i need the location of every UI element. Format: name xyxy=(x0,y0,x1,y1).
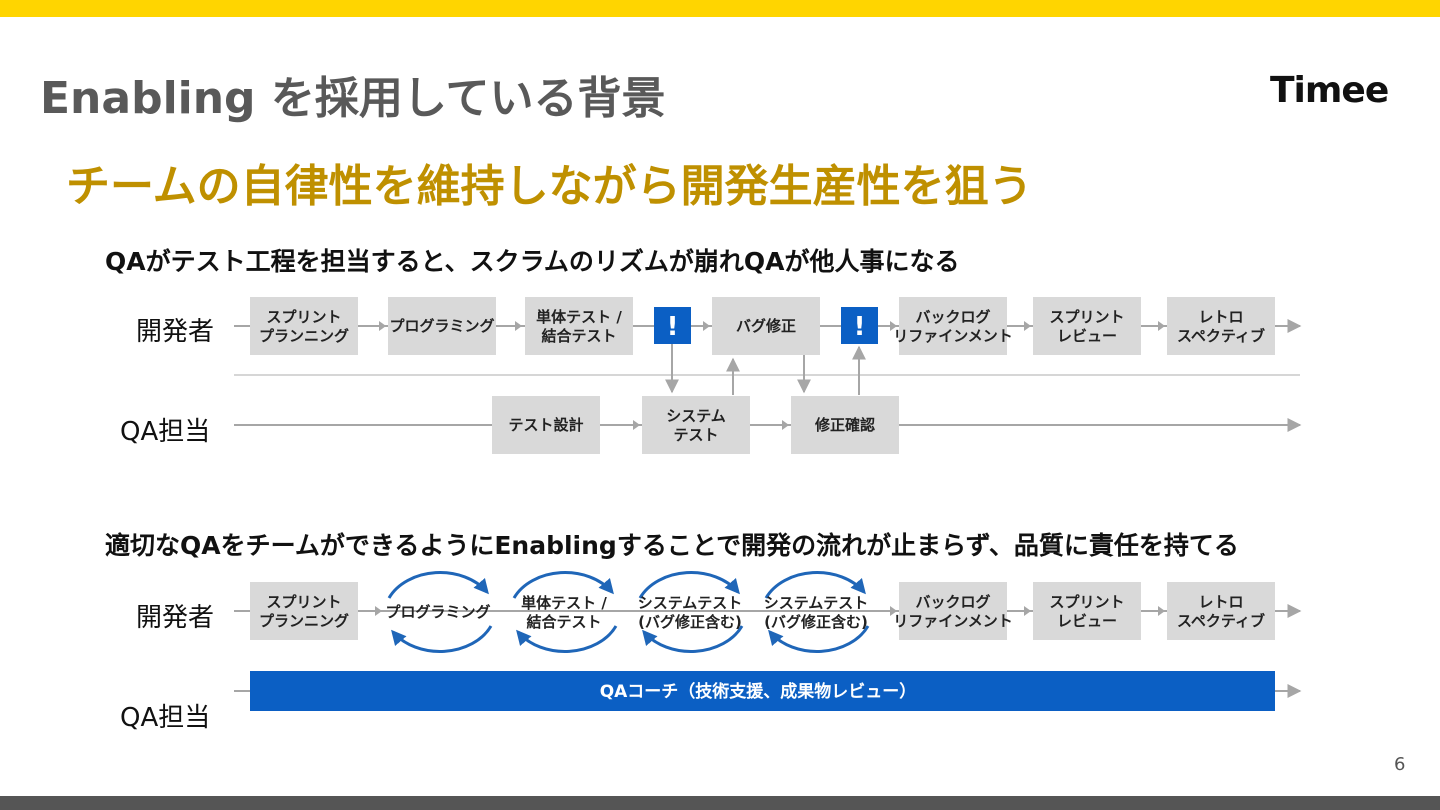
svg-text:修正確認: 修正確認 xyxy=(814,416,875,434)
svg-text:テスト設計: テスト設計 xyxy=(508,416,583,434)
s2-step-sprint-planning: スプリント プランニング xyxy=(250,582,358,640)
svg-text:レビュー: レビュー xyxy=(1057,327,1117,345)
svg-text:スペクティブ: スペクティブ xyxy=(1177,327,1265,345)
s1-alert-icon-1: ! xyxy=(654,307,691,344)
svg-text:スペクティブ: スペクティブ xyxy=(1177,612,1265,630)
section2-heading: 適切なQAをチームができるようにEnablingすることで開発の流れが止まらず、… xyxy=(105,531,1239,560)
s2-loop-system-test-1: システムテスト (バグ修正含む) xyxy=(638,571,744,653)
s1-step-programming: プログラミング xyxy=(388,297,496,355)
svg-text:プログラミング: プログラミング xyxy=(385,603,490,621)
svg-text:!: ! xyxy=(854,312,866,342)
svg-text:プランニング: プランニング xyxy=(259,327,349,345)
svg-text:リファインメント: リファインメント xyxy=(893,327,1013,345)
svg-text:バックログ: バックログ xyxy=(915,308,990,326)
s2-step-retrospective: レトロ スペクティブ xyxy=(1167,582,1275,640)
s2-step-sprint-review: スプリント レビュー xyxy=(1033,582,1141,640)
section2-role-dev: 開発者 xyxy=(136,603,215,633)
timee-logo: Timee xyxy=(1270,70,1389,111)
svg-text:スプリント: スプリント xyxy=(266,593,341,611)
s1-step-sprint-review: スプリント レビュー xyxy=(1033,297,1141,355)
svg-text:バックログ: バックログ xyxy=(915,593,990,611)
s1-qa-step-system-test: システム テスト xyxy=(642,396,750,454)
svg-text:スプリント: スプリント xyxy=(1049,593,1124,611)
s2-step-backlog-refinement: バックログ リファインメント xyxy=(893,582,1013,640)
s1-qa-step-test-design: テスト設計 xyxy=(492,396,600,454)
svg-text:システムテスト: システムテスト xyxy=(764,594,869,612)
svg-text:レトロ: レトロ xyxy=(1198,593,1243,611)
svg-text:QAコーチ（技術支援、成果物レビュー）: QAコーチ（技術支援、成果物レビュー） xyxy=(600,681,917,702)
svg-text:結合テスト: 結合テスト xyxy=(526,613,601,631)
svg-text:レビュー: レビュー xyxy=(1057,612,1117,630)
svg-text:レトロ: レトロ xyxy=(1198,308,1243,326)
s2-loop-programming: プログラミング xyxy=(385,571,493,653)
section1-heading: QAがテスト工程を担当すると、スクラムのリズムが崩れQAが他人事になる xyxy=(105,247,960,276)
svg-text:リファインメント: リファインメント xyxy=(893,612,1013,630)
s2-loop-system-test-2: システムテスト (バグ修正含む) xyxy=(764,571,870,653)
svg-text:単体テスト /: 単体テスト / xyxy=(521,594,607,612)
slide-subtitle: チームの自律性を維持しながら開発生産性を狙う xyxy=(66,161,1033,212)
svg-text:バグ修正: バグ修正 xyxy=(736,317,796,335)
svg-text:(バグ修正含む): (バグ修正含む) xyxy=(638,613,742,631)
svg-text:(バグ修正含む): (バグ修正含む) xyxy=(764,613,868,631)
section2-role-qa: QA担当 xyxy=(120,703,211,733)
s1-step-bug-fix: バグ修正 xyxy=(712,297,820,355)
svg-text:システム: システム xyxy=(666,407,726,425)
svg-text:!: ! xyxy=(667,312,679,342)
page-title: Enabling を採用している背景 xyxy=(40,73,666,124)
s2-qa-coach-bar: QAコーチ（技術支援、成果物レビュー） xyxy=(250,671,1275,711)
svg-text:プログラミング: プログラミング xyxy=(389,317,494,335)
s1-step-backlog-refinement: バックログ リファインメント xyxy=(893,297,1013,355)
top-accent-bar xyxy=(0,0,1440,17)
s1-step-unit-integration-test: 単体テスト / 結合テスト xyxy=(525,297,633,355)
s1-step-retrospective: レトロ スペクティブ xyxy=(1167,297,1275,355)
section1-role-dev: 開発者 xyxy=(136,317,215,347)
svg-text:単体テスト /: 単体テスト / xyxy=(536,308,622,326)
bottom-bar xyxy=(0,796,1440,810)
page-number: 6 xyxy=(1394,754,1406,775)
s1-alert-icon-2: ! xyxy=(841,307,878,344)
svg-text:スプリント: スプリント xyxy=(266,308,341,326)
svg-text:スプリント: スプリント xyxy=(1049,308,1124,326)
svg-text:プランニング: プランニング xyxy=(259,612,349,630)
s1-qa-step-fix-verification: 修正確認 xyxy=(791,396,899,454)
svg-text:テスト: テスト xyxy=(673,426,718,444)
svg-text:結合テスト: 結合テスト xyxy=(541,327,616,345)
section1-role-qa: QA担当 xyxy=(120,417,211,447)
s1-step-sprint-planning: スプリント プランニング xyxy=(250,297,358,355)
s2-loop-unit-integration-test: 単体テスト / 結合テスト xyxy=(512,571,618,653)
svg-text:システムテスト: システムテスト xyxy=(638,594,743,612)
